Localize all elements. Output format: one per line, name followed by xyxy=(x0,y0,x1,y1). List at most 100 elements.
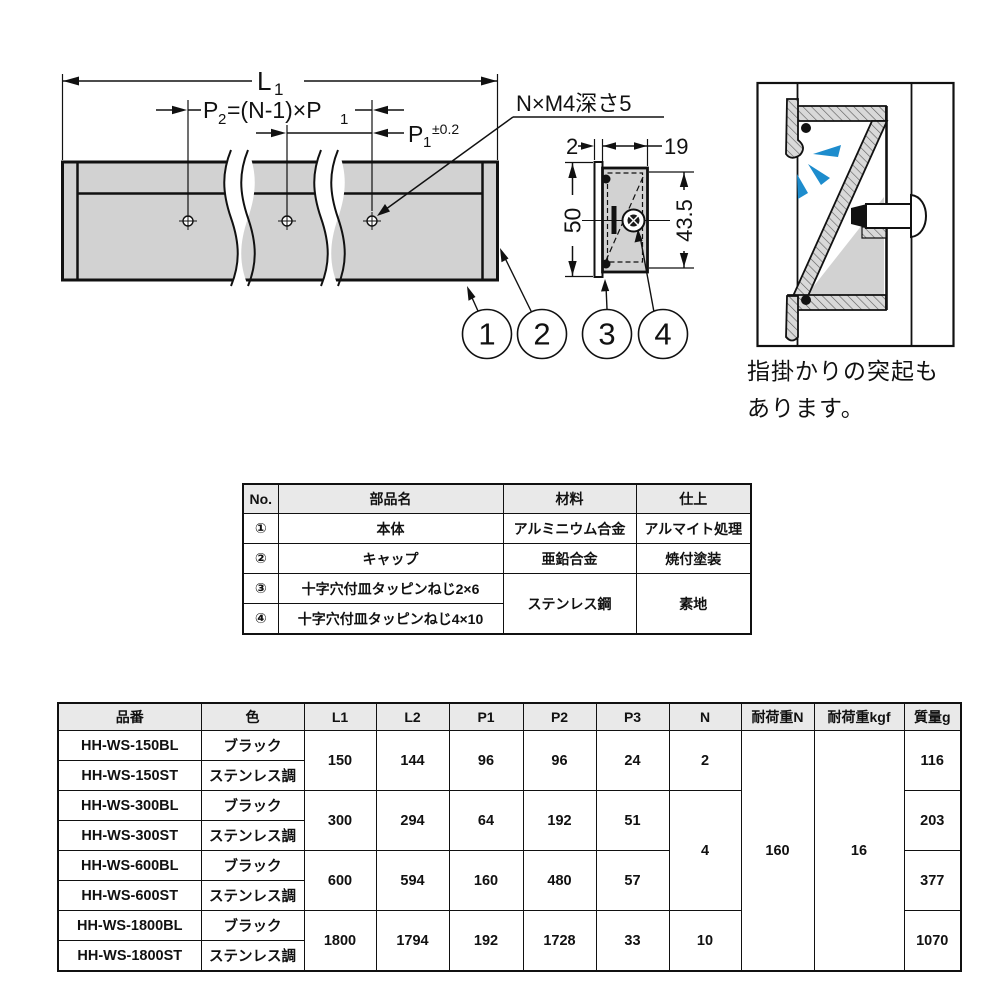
model-color: ステンレス調 xyxy=(200,940,305,972)
callout-balloon-4: 4 xyxy=(637,308,689,360)
value-p2: 192 xyxy=(522,790,597,851)
parts-col-name: 部品名 xyxy=(277,483,504,514)
mounting-screw xyxy=(851,193,927,239)
model-color: ステンレス調 xyxy=(200,880,305,911)
dim-p2: P 2 =(N-1)×P 1 xyxy=(156,97,404,215)
value-p3: 24 xyxy=(595,730,670,791)
part-finish: 焼付塗装 xyxy=(635,543,752,574)
dim-p1-tolerance: ±0.2 xyxy=(432,121,459,137)
value-l2: 294 xyxy=(375,790,450,851)
value-p3: 33 xyxy=(595,910,670,972)
spec-col-p3: P3 xyxy=(595,702,670,731)
spec-table: 品番 色 L1 L2 P1 P2 P3 N 耐荷重N 耐荷重kgf 質量g HH… xyxy=(57,702,962,972)
parts-row: ④ 十字穴付皿タッピンねじ4×10 xyxy=(242,603,751,635)
spec-col-mass: 質量g xyxy=(903,702,962,731)
finger-catch-note: 指掛かりの突起も あります。 xyxy=(747,353,939,427)
spec-row: HH-WS-1800ST ステンレス調 xyxy=(57,940,961,972)
part-material: 亜鉛合金 xyxy=(502,543,637,574)
spec-row: HH-WS-600ST ステンレス調 xyxy=(57,880,961,911)
spec-col-color: 色 xyxy=(200,702,305,731)
emphasis-rays xyxy=(797,145,841,199)
part-material: アルミニウム合金 xyxy=(502,513,637,544)
parts-row: ① 本体 アルミニウム合金 アルマイト処理 xyxy=(242,513,752,544)
spec-header-row: 品番 色 L1 L2 P1 P2 P3 N 耐荷重N 耐荷重kgf 質量g xyxy=(57,702,962,731)
spec-col-p2: P2 xyxy=(522,702,597,731)
dim-50: 50 xyxy=(560,161,593,278)
spec-col-load-kgf: 耐荷重kgf xyxy=(813,702,905,731)
dim-2-label: 2 xyxy=(566,134,578,159)
value-p3: 57 xyxy=(595,850,670,911)
dim-p1-label: P xyxy=(408,121,423,147)
screw-head xyxy=(910,193,927,239)
model-color: ブラック xyxy=(200,790,305,821)
parts-row: ③ 十字穴付皿タッピンねじ2×6 ステンレス鋼 素地 xyxy=(242,573,752,635)
model-color: ステンレス調 xyxy=(200,760,305,791)
dim-43-5-label: 43.5 xyxy=(672,199,697,242)
callouts: 1 2 3 4 xyxy=(461,229,689,360)
part-name: 十字穴付皿タッピンねじ4×10 xyxy=(277,603,504,635)
value-n: 10 xyxy=(668,910,742,972)
spec-row: HH-WS-300BL ブラック 300 294 64 192 51 4 203 xyxy=(57,790,962,911)
rail-section-view xyxy=(582,161,670,278)
value-mass: 203 xyxy=(903,790,962,851)
screw-spec-note: N×M4深さ5 xyxy=(377,91,664,216)
small-screw-top xyxy=(601,174,611,184)
value-l1: 300 xyxy=(303,790,377,851)
value-p3: 51 xyxy=(595,790,670,851)
model-code: HH-WS-300BL xyxy=(57,790,202,821)
finger-catch-hook xyxy=(785,98,804,159)
spec-col-l2: L2 xyxy=(375,702,450,731)
value-n: 4 xyxy=(668,790,742,911)
value-l1: 1800 xyxy=(303,910,377,972)
parts-table: No. 部品名 材料 仕上 ① 本体 アルミニウム合金 アルマイト処理 ② キャ… xyxy=(242,483,752,635)
value-n: 2 xyxy=(668,730,742,791)
model-code: HH-WS-600BL xyxy=(57,850,202,881)
value-p2: 96 xyxy=(522,730,597,791)
dim-p2-label: P xyxy=(203,97,218,123)
small-screw-bottom xyxy=(601,259,611,269)
detail-screw-bottom xyxy=(801,295,811,305)
finger-catch-note-line1: 指掛かりの突起も xyxy=(747,358,939,384)
spec-row: HH-WS-150BL ブラック 150 144 96 96 24 2 160 … xyxy=(57,730,962,972)
dim-43-5: 43.5 xyxy=(649,171,697,269)
dim-50-label: 50 xyxy=(560,208,586,234)
spec-col-p1: P1 xyxy=(448,702,524,731)
mounted-detail-drawing xyxy=(756,81,955,348)
callout-balloon-3: 3 xyxy=(581,308,633,360)
finger-catch-note-line2: あります。 xyxy=(747,395,865,421)
callout-balloon-1: 1 xyxy=(461,308,513,360)
parts-col-no: No. xyxy=(242,483,279,514)
part-no: ② xyxy=(242,543,279,574)
model-code: HH-WS-150ST xyxy=(57,760,202,791)
value-mass: 377 xyxy=(903,850,962,911)
dim-l1: L 1 xyxy=(61,66,499,160)
value-p1: 64 xyxy=(448,790,524,851)
break-lines xyxy=(223,149,346,287)
section-screw-head xyxy=(621,208,646,233)
part-finish: アルマイト処理 xyxy=(635,513,752,544)
value-p1: 96 xyxy=(448,730,524,791)
part-material: ステンレス鋼 xyxy=(502,573,637,635)
spec-col-load-n: 耐荷重N xyxy=(740,702,815,731)
callout-1-number: 1 xyxy=(478,317,495,352)
dim-2-19: 2 19 xyxy=(566,134,688,166)
dim-p1: P 1 ±0.2 xyxy=(256,121,459,215)
value-p2: 1728 xyxy=(522,910,597,972)
spec-col-code: 品番 xyxy=(57,702,202,731)
callout-4-number: 4 xyxy=(654,317,671,352)
spec-row: HH-WS-600BL ブラック 600 594 160 480 57 377 xyxy=(57,850,962,911)
value-p1: 160 xyxy=(448,850,524,911)
model-code: HH-WS-600ST xyxy=(57,880,202,911)
value-mass: 1070 xyxy=(903,910,962,972)
value-l1: 600 xyxy=(303,850,377,911)
screw-holes xyxy=(179,212,381,230)
model-code: HH-WS-1800ST xyxy=(57,940,202,972)
model-color: ブラック xyxy=(200,910,305,941)
value-l2: 144 xyxy=(375,730,450,791)
value-mass: 116 xyxy=(903,730,962,791)
part-name: 十字穴付皿タッピンねじ2×6 xyxy=(277,573,504,604)
value-l1: 150 xyxy=(303,730,377,791)
parts-col-finish: 仕上 xyxy=(635,483,752,514)
part-no: ③ xyxy=(242,573,279,604)
